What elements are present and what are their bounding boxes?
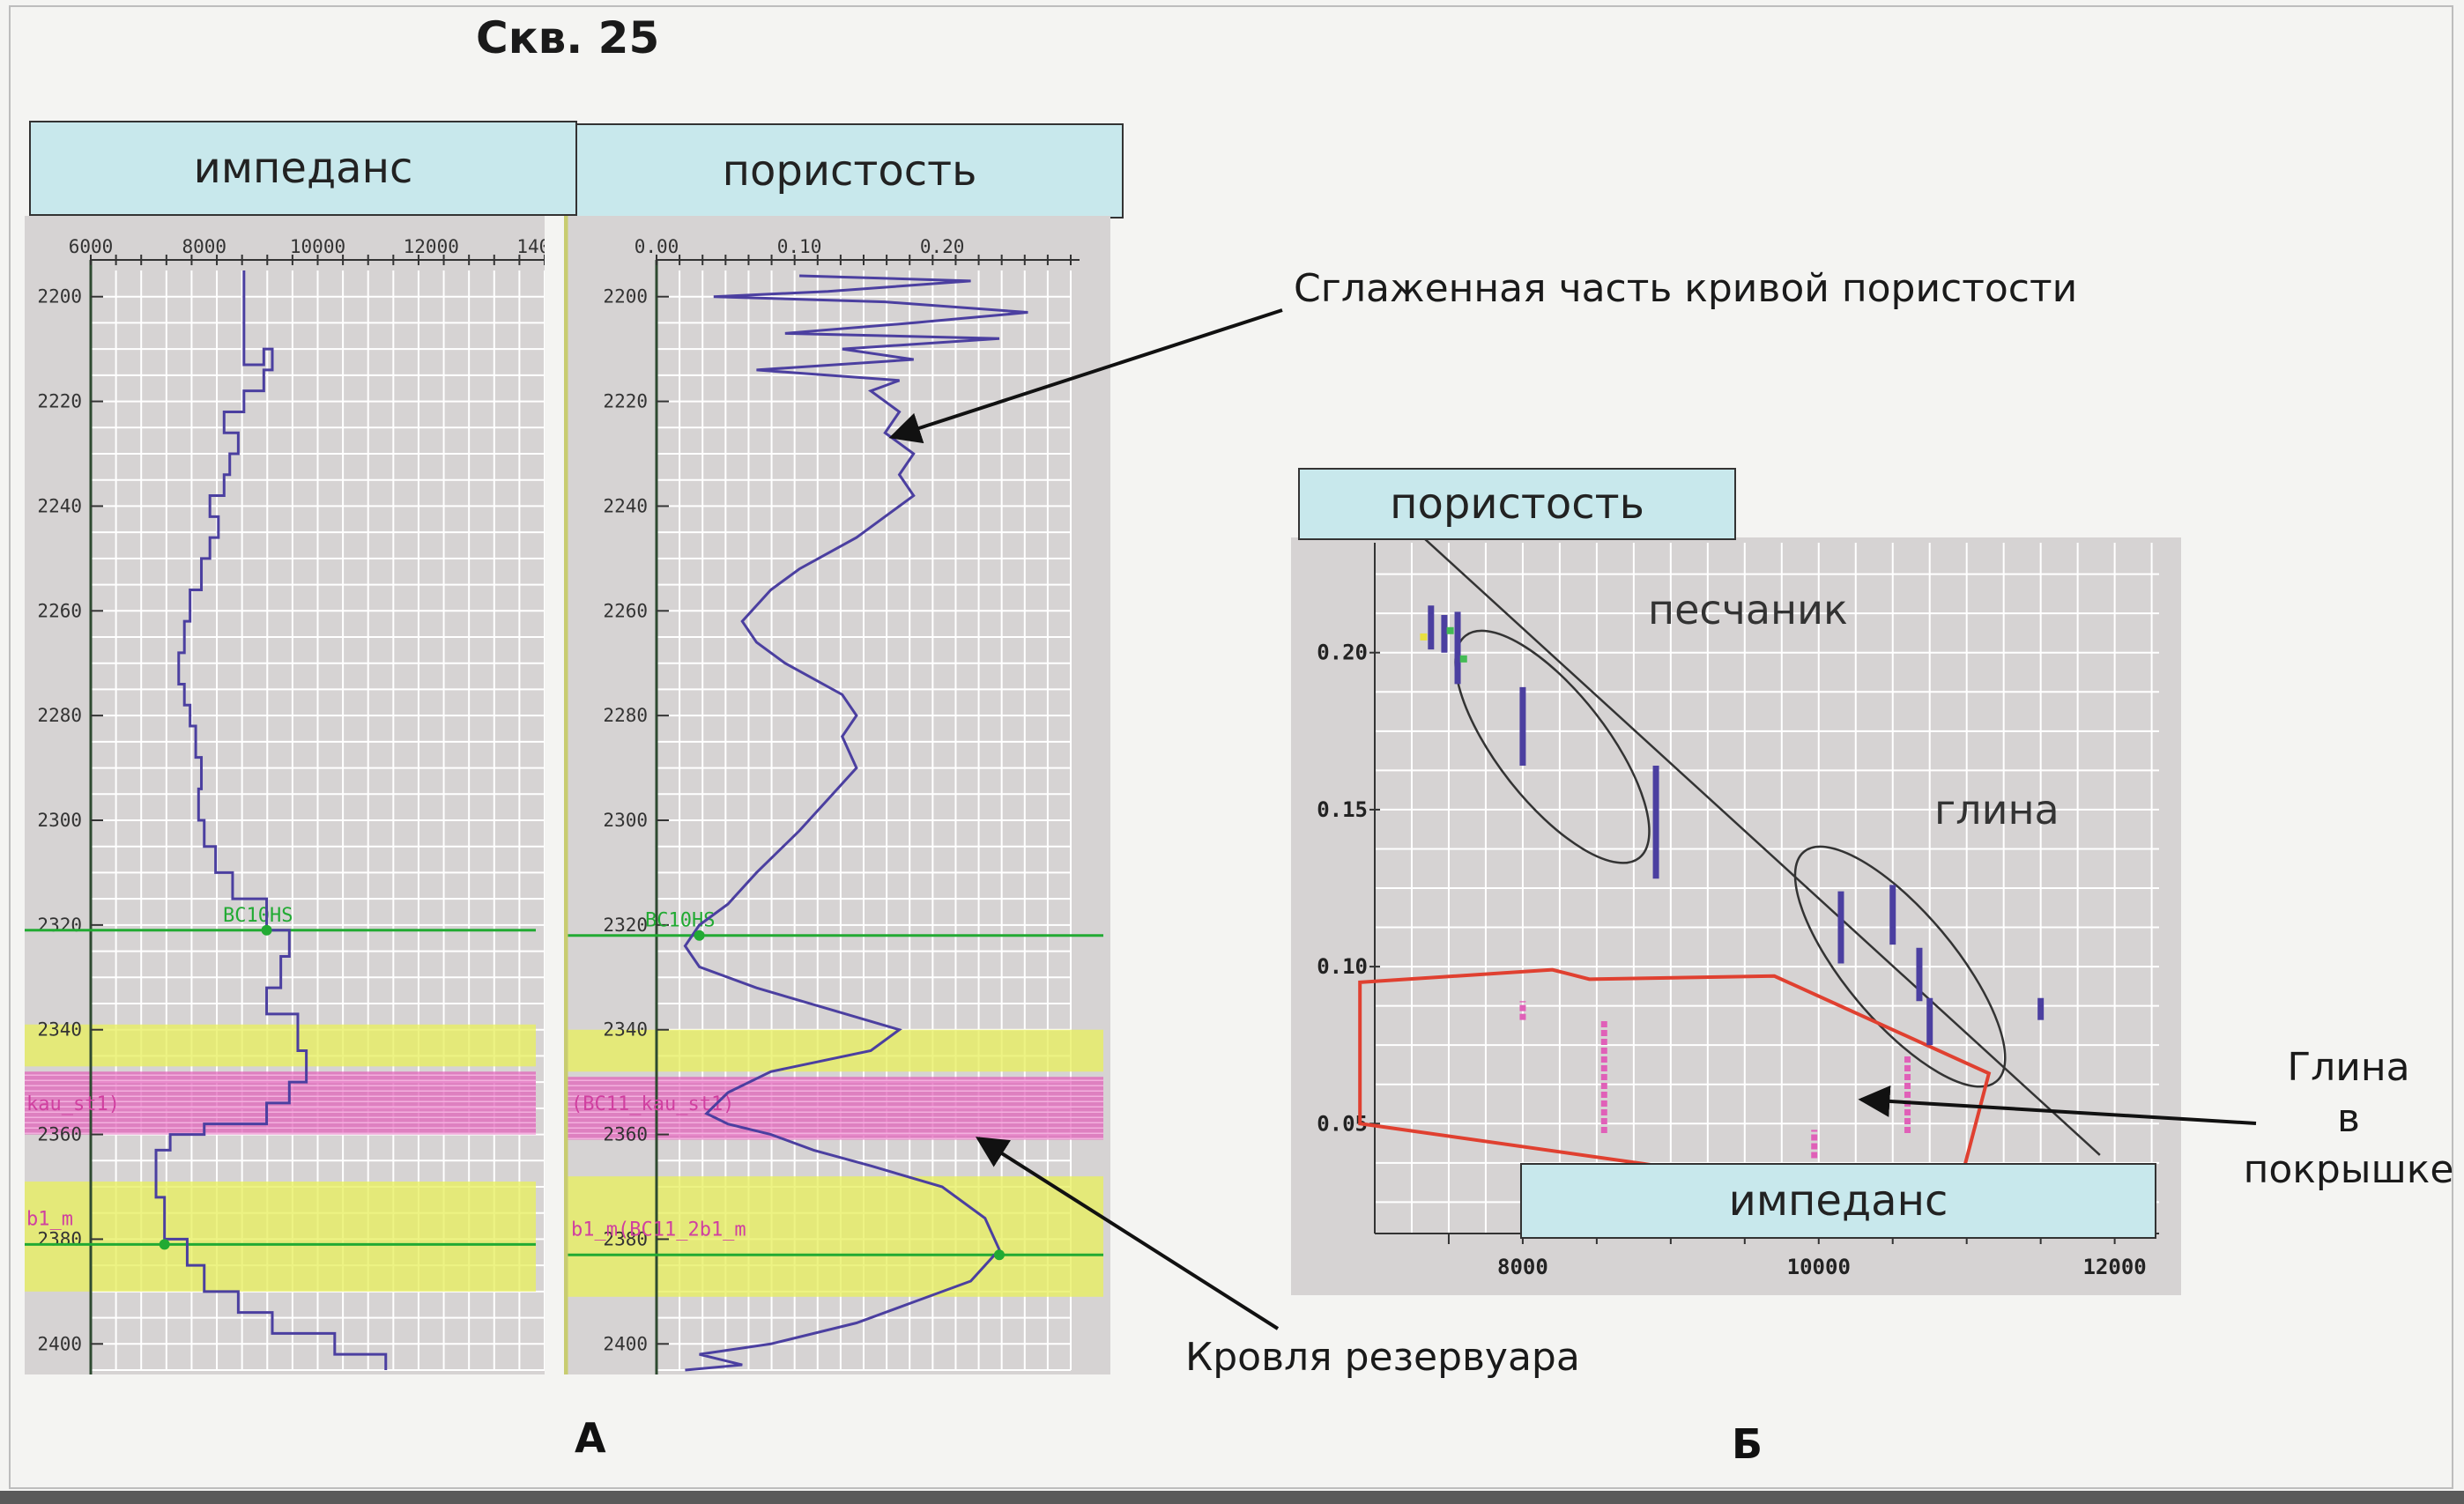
depth-tick-label: 2280	[603, 705, 648, 726]
horizon-pick-dot	[694, 930, 705, 941]
zone-label: b1_m	[26, 1209, 73, 1231]
clay-cap-annotation: Глина в покрышке	[2234, 1042, 2463, 1196]
x-tick-label: 6000	[69, 236, 114, 257]
yellow-zone	[25, 1182, 536, 1292]
depth-tick-label: 2320	[603, 915, 648, 936]
panel-b-letter: Б	[1732, 1420, 1763, 1468]
pink-zone	[564, 1077, 1103, 1140]
x-tick-label: 12000	[2082, 1255, 2146, 1279]
horizon-pick-dot	[993, 1249, 1005, 1261]
depth-tick-label: 2400	[603, 1333, 648, 1354]
porosity-track-label: пористость	[722, 146, 977, 196]
x-tick-label: 8000	[1497, 1255, 1548, 1279]
depth-tick-label: 2260	[603, 600, 648, 621]
impedance-track-header: импеданс	[29, 121, 577, 216]
depth-tick-label: 2360	[603, 1124, 648, 1145]
depth-tick-label: 2300	[603, 810, 648, 831]
depth-tick-label: 2240	[603, 495, 648, 516]
x-tick-label: 10000	[1787, 1255, 1851, 1279]
impedance-track-label: импеданс	[193, 144, 413, 193]
trend-line	[1421, 537, 2101, 1156]
reservoir-roof-annotation: Кровля резервуара	[1185, 1335, 1580, 1380]
plot-background	[25, 216, 545, 1374]
page-frame	[9, 5, 2453, 1489]
depth-tick-label: 2200	[37, 286, 82, 307]
clay-cap-polygon	[1358, 967, 1992, 1189]
depth-tick-label: 2220	[603, 391, 648, 412]
bottom-rule	[0, 1491, 2464, 1504]
x-tick-label: 12000	[404, 236, 459, 257]
clay-cap-line-2: в	[2337, 1096, 2360, 1141]
depth-tick-label: 2340	[603, 1019, 648, 1041]
y-tick-label: 0.15	[1317, 797, 1368, 822]
depth-tick-label: 2300	[37, 810, 82, 831]
smooth-porosity-annotation: Сглаженная часть кривой пористости	[1294, 266, 2078, 311]
well-title: Скв. 25	[476, 12, 660, 63]
impedance-log-track: 6000 8000 10000 12000 14000 2200 2220 2240 2260 2…	[25, 216, 545, 1374]
log-curve	[154, 270, 388, 1370]
clay-cap-line-1: Глина	[2287, 1045, 2410, 1090]
x-tick-label: 14000	[516, 236, 545, 257]
x-tick-label: 0.00	[635, 236, 679, 257]
yellow-zone	[564, 1029, 1103, 1072]
x-tick-label: 0.10	[777, 236, 822, 257]
crossplot-porosity-header: пористость	[1298, 468, 1736, 540]
depth-tick-label: 2360	[37, 1124, 82, 1145]
panel-a-letter: А	[575, 1414, 606, 1462]
porosity-log-track: 0.00 0.10 0.20 2200 2220 2240 2260 2280 2300 2320…	[564, 216, 1110, 1374]
crossplot-impedance-label: импеданс	[1728, 1176, 1948, 1226]
crossplot-porosity-label: пористость	[1390, 479, 1644, 529]
cluster-ellipse	[1454, 629, 1651, 864]
x-tick-label: 0.20	[920, 236, 965, 257]
data-point	[1420, 633, 1428, 641]
data-point	[1446, 626, 1454, 634]
clay-cap-line-3: покрышке	[2243, 1147, 2454, 1192]
depth-tick-label: 2280	[37, 705, 82, 726]
log-curve	[683, 274, 1028, 1372]
y-tick-label: 0.20	[1317, 641, 1368, 665]
yellow-zone	[25, 1024, 536, 1067]
x-tick-label: 8000	[182, 236, 226, 257]
horizon-pick-dot	[261, 924, 272, 936]
depth-tick-label: 2200	[603, 286, 648, 307]
data-point	[1459, 655, 1467, 663]
depth-tick-label: 2400	[37, 1333, 82, 1354]
depth-tick-label: 2260	[37, 600, 82, 621]
cluster-ellipse	[1793, 845, 2007, 1088]
y-tick-label: 0.10	[1317, 954, 1368, 979]
depth-tick-label: 2340	[37, 1019, 82, 1041]
depth-tick-label: 2380	[603, 1228, 648, 1249]
crossplot-impedance-header: импеданс	[1520, 1163, 2156, 1239]
depth-tick-label: 2320	[37, 915, 82, 936]
depth-tick-label: 2240	[37, 495, 82, 516]
depth-tick-label: 2380	[37, 1228, 82, 1249]
horizon-marker-label: BC10HS	[223, 905, 293, 927]
sandstone-cluster-label: песчаник	[1648, 586, 1848, 633]
porosity-track-header: пористость	[575, 123, 1124, 219]
horizon-pick-dot	[159, 1239, 170, 1250]
depth-tick-label: 2220	[37, 391, 82, 412]
zone-label: kau_st1)	[26, 1093, 120, 1115]
x-tick-label: 10000	[290, 236, 345, 257]
zone-label: b1_m(BC11_2b1_m	[571, 1219, 746, 1241]
clay-cluster-label: глина	[1934, 786, 2060, 833]
